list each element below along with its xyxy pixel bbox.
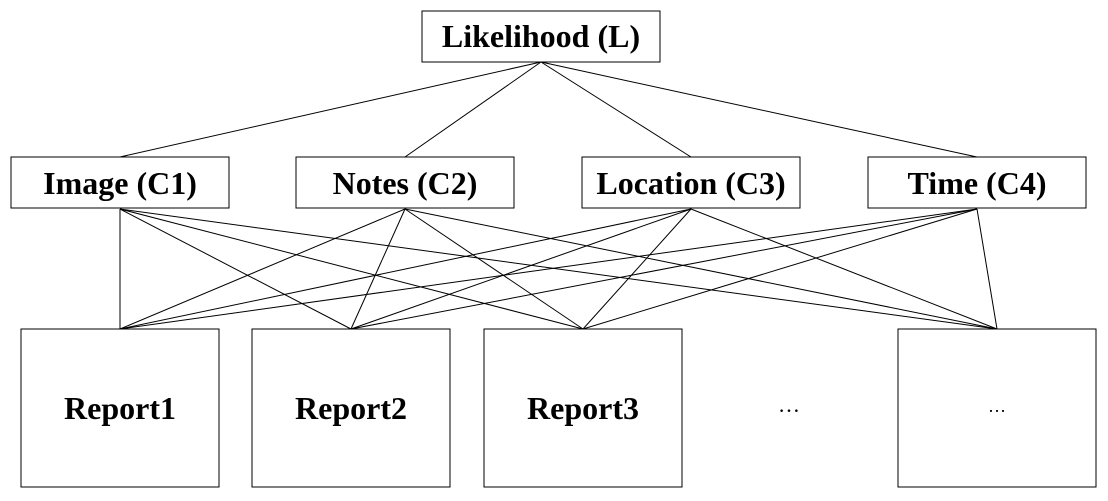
- report-node-2: Report2: [251, 328, 451, 488]
- report-label: …: [988, 396, 1006, 416]
- edge-root-c3: [540, 61, 692, 158]
- edge-root-c1: [119, 61, 542, 158]
- criteria-report-edges: [119, 208, 998, 330]
- edge-root-c4: [540, 61, 978, 158]
- edge-c4-r1: [119, 208, 978, 330]
- criterion-node-c3: Location (C3): [581, 156, 801, 209]
- criterion-label: Location (C3): [596, 165, 785, 201]
- report-node-3: Report3: [483, 328, 683, 488]
- edge-c4-r4: [976, 208, 998, 330]
- edge-c2-r4: [404, 208, 998, 330]
- criterion-node-c2: Notes (C2): [295, 156, 515, 209]
- criterion-label: Time (C4): [908, 165, 1047, 201]
- edge-c3-r2: [350, 208, 692, 330]
- edge-c4-r2: [350, 208, 978, 330]
- criterion-node-c4: Time (C4): [867, 156, 1087, 209]
- report-label: Report1: [64, 390, 176, 426]
- root-node: Likelihood (L): [421, 10, 661, 63]
- edge-c1-r2: [119, 208, 352, 330]
- edge-c3-r4: [690, 208, 998, 330]
- edge-c1-r4: [119, 208, 998, 330]
- edge-c1-r3: [119, 208, 584, 330]
- criterion-node-c1: Image (C1): [10, 156, 230, 209]
- root-edges: [119, 61, 978, 158]
- edge-root-c2: [404, 61, 542, 158]
- report-label: Report3: [527, 390, 639, 426]
- edge-c3-r1: [119, 208, 692, 330]
- edge-c2-r3: [404, 208, 584, 330]
- edge-c2-r1: [119, 208, 406, 330]
- report-node-1: Report1: [20, 328, 220, 488]
- report-label: Report2: [295, 390, 407, 426]
- report-node-more: …: [897, 328, 1097, 488]
- edge-c4-r3: [582, 208, 978, 330]
- edge-c2-r2: [350, 208, 406, 330]
- criterion-label: Image (C1): [43, 165, 197, 201]
- root-label: Likelihood (L): [442, 18, 640, 54]
- edge-c3-r3: [582, 208, 692, 330]
- gap-ellipsis: …: [778, 392, 800, 417]
- criterion-label: Notes (C2): [333, 165, 478, 201]
